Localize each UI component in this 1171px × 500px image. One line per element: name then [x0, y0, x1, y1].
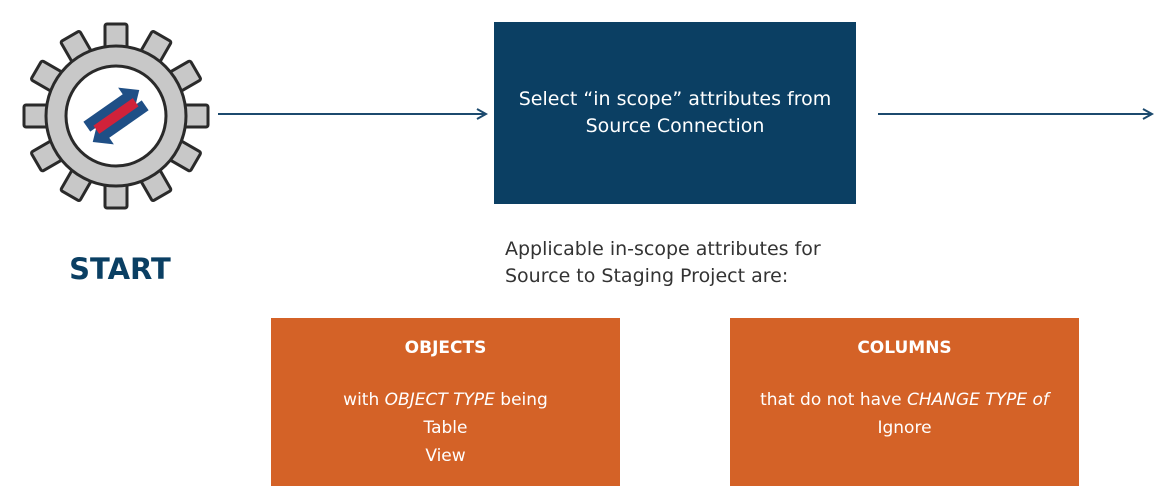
columns-box: COLUMNS that do not have CHANGE TYPE of … [730, 318, 1079, 486]
applicable-line-2: Source to Staging Project are: [505, 265, 789, 287]
process-line-2: Source Connection [585, 115, 765, 137]
columns-title: COLUMNS [857, 338, 952, 358]
columns-line-2: Ignore [877, 418, 932, 438]
gear-logo-icon [20, 20, 212, 212]
applicable-description: Applicable in-scope attributes for Sourc… [505, 236, 925, 290]
objects-box: OBJECTS with OBJECT TYPE being Table Vie… [271, 318, 620, 486]
objects-line-3: View [425, 446, 466, 466]
process-line-1: Select “in scope” attributes from [518, 88, 832, 110]
select-attributes-box: Select “in scope” attributes from Source… [494, 22, 856, 204]
applicable-line-1: Applicable in-scope attributes for [505, 238, 821, 260]
start-label: START [69, 252, 171, 286]
logo-mark-icon [83, 87, 149, 145]
objects-title: OBJECTS [404, 338, 487, 358]
columns-line-1: that do not have CHANGE TYPE of [760, 390, 1049, 410]
objects-line-2: Table [423, 418, 468, 438]
objects-line-1: with OBJECT TYPE being [343, 390, 548, 410]
